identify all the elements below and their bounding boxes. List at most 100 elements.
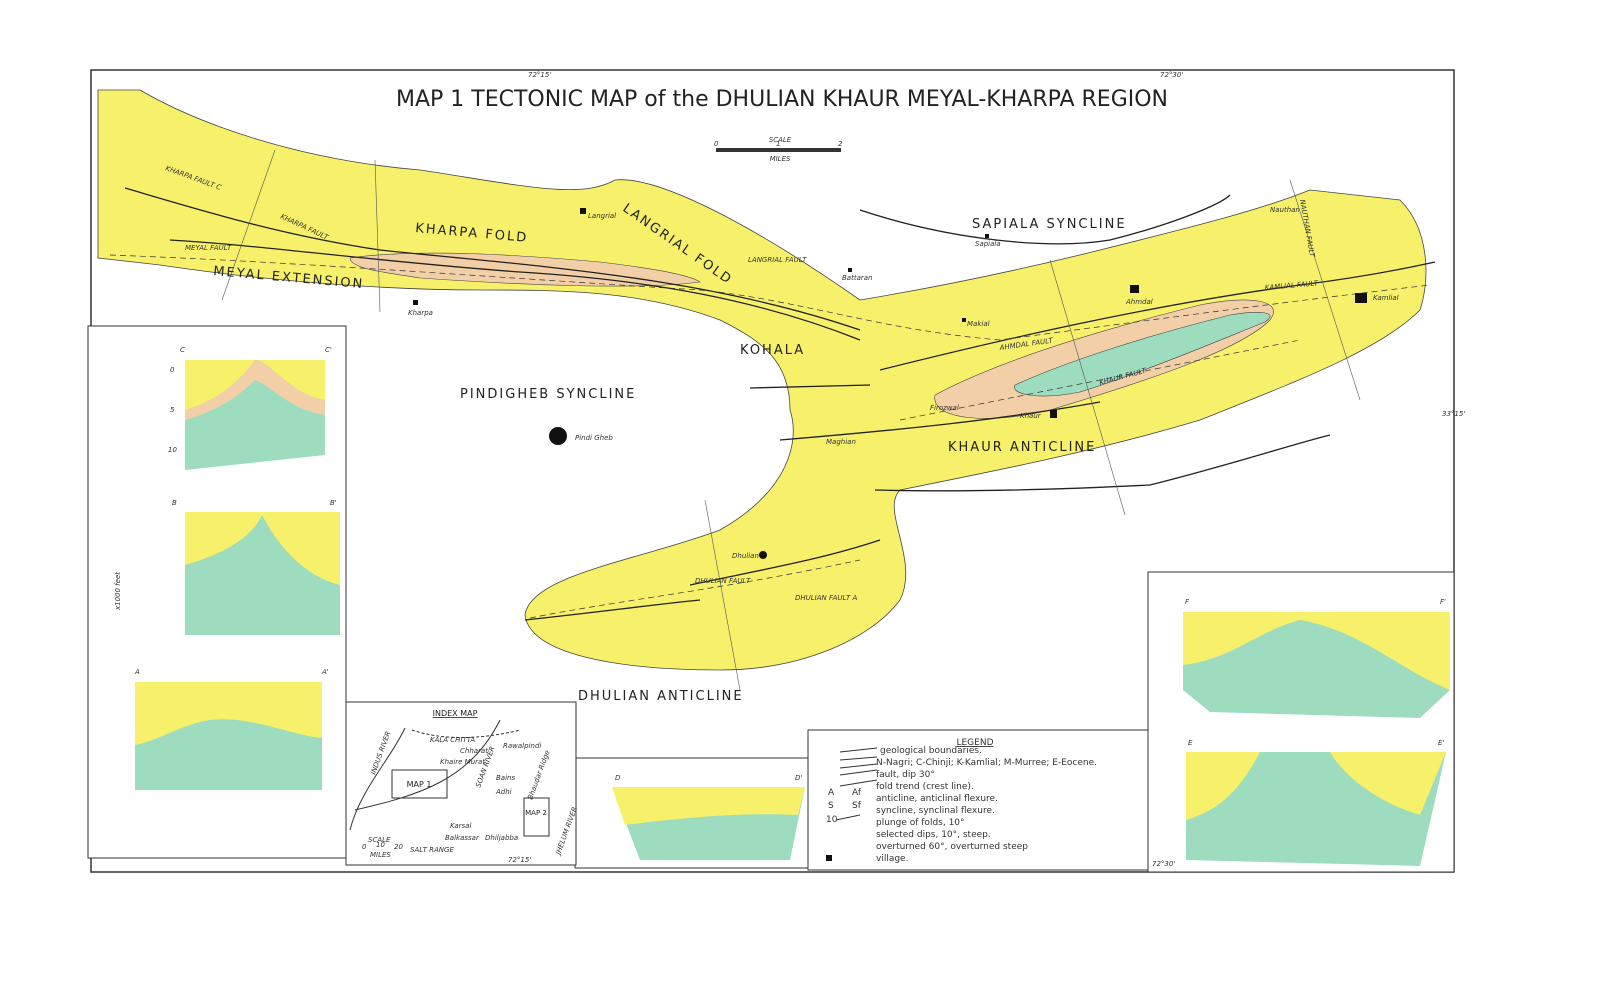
svg-text:0: 0: [362, 843, 367, 851]
svg-text:Balkassar: Balkassar: [445, 834, 480, 842]
svg-text:B': B': [330, 499, 337, 507]
svg-text:0: 0: [170, 366, 175, 374]
svg-text:selected dips, 10°, steep.: selected dips, 10°, steep.: [876, 830, 991, 840]
svg-text:Dhiljabba: Dhiljabba: [485, 834, 518, 842]
label-sapiala-syncline: SAPIALA SYNCLINE: [972, 217, 1127, 232]
murree-outcrop-khaur: [1014, 312, 1271, 397]
legend: LEGEND A Af S Sf 10 geological boundarie…: [807, 729, 1149, 871]
svg-text:Pindi Gheb: Pindi Gheb: [575, 434, 613, 442]
village-sapiala: Sapiala: [975, 234, 1001, 248]
svg-text:Sf: Sf: [852, 801, 862, 811]
svg-text:LEGEND: LEGEND: [956, 738, 993, 748]
village-nauthan: Nauthan: [1270, 206, 1300, 214]
village-ahmdal: Ahmdal: [1125, 285, 1153, 306]
svg-text:0: 0: [714, 140, 719, 148]
svg-text:A: A: [134, 668, 140, 676]
svg-text:MAP 2: MAP 2: [525, 809, 547, 817]
fold-trends: [109, 254, 1431, 619]
section-e: E E': [1186, 739, 1446, 866]
village-khaur: Khaur: [1020, 410, 1057, 420]
svg-text:F: F: [1185, 598, 1190, 606]
corner-bottom-label: 72°30': [1152, 860, 1175, 868]
svg-text:Af: Af: [852, 788, 862, 798]
svg-text:10: 10: [168, 446, 177, 454]
section-b: B B' x1000 feet: [114, 499, 340, 635]
village-maghian: Maghian: [826, 438, 856, 446]
village-battaran: Battaran: [842, 268, 872, 282]
village-dhulian: Dhulian: [732, 551, 767, 560]
village-pindi-gheb: Pindi Gheb: [549, 427, 613, 445]
svg-text:F': F': [1440, 598, 1446, 606]
kamlial-outcrop: [349, 252, 701, 287]
map-title: MAP 1 TECTONIC MAP of the DHULIAN KHAUR …: [396, 87, 1168, 112]
section-lines: [221, 149, 1361, 691]
label-khaur-anticline: KHAUR ANTICLINE: [948, 440, 1096, 455]
svg-text:Adhi: Adhi: [495, 788, 512, 796]
svg-text:A': A': [321, 668, 329, 676]
village-kharpa: Kharpa: [408, 300, 433, 317]
village-firozwal: Firozwal: [930, 404, 959, 412]
svg-text:SCALE: SCALE: [368, 836, 391, 844]
label-dhulian-anticline: DHULIAN ANTICLINE: [578, 689, 744, 704]
cross-sections-right: F F' E E': [1147, 571, 1455, 873]
lat-right-label: 33°15': [1442, 410, 1465, 418]
svg-text:DHULIAN FAULT A: DHULIAN FAULT A: [795, 594, 857, 602]
svg-text:B: B: [172, 499, 177, 507]
svg-text:Rawalpindi: Rawalpindi: [503, 742, 541, 750]
svg-text:village.: village.: [876, 854, 908, 864]
scale-bar: SCALE 0 1 2 MILES: [714, 136, 843, 163]
section-c: C C' 0 5 10: [168, 346, 332, 470]
svg-text:20: 20: [394, 843, 403, 851]
section-f: F F': [1183, 598, 1450, 718]
svg-text:anticline, anticlinal flexure.: anticline, anticlinal flexure.: [876, 794, 998, 804]
svg-text:Kamlial: Kamlial: [1373, 294, 1399, 302]
svg-text:Langrial: Langrial: [588, 212, 616, 220]
svg-text:2: 2: [838, 140, 843, 148]
svg-text:Battaran: Battaran: [842, 274, 872, 282]
svg-text:S: S: [828, 801, 834, 811]
svg-text:MEYAL FAULT: MEYAL FAULT: [185, 244, 232, 252]
section-a: A A': [134, 668, 329, 790]
svg-text:MILES: MILES: [370, 851, 391, 859]
svg-text:MILES: MILES: [770, 155, 791, 163]
svg-text:D': D': [795, 774, 802, 782]
lon-right-label: 72°30': [1160, 71, 1183, 79]
label-kohala: KOHALA: [740, 343, 805, 358]
svg-text:Ahmdal: Ahmdal: [1125, 298, 1153, 306]
svg-text:Nauthan: Nauthan: [1270, 206, 1300, 214]
lon-left-label: 72°15': [528, 71, 551, 79]
svg-text:N-Nagri; C-Chinji; K-Kamlial;: N-Nagri; C-Chinji; K-Kamlial; M-Murree; …: [876, 758, 1097, 768]
svg-text:Sapiala: Sapiala: [975, 240, 1001, 248]
svg-text:fold trend (crest line).: fold trend (crest line).: [876, 782, 974, 792]
svg-text:SALT RANGE: SALT RANGE: [410, 846, 454, 854]
cross-sections-left: C C' 0 5 10 B B' x1000 feet A A': [87, 325, 347, 859]
svg-text:plunge of folds, 10°: plunge of folds, 10°: [876, 818, 965, 828]
fault-lines: [124, 187, 1436, 621]
svg-text:72°15': 72°15': [508, 856, 531, 864]
svg-text:C: C: [180, 346, 185, 354]
village-makial: Makial: [962, 318, 990, 328]
svg-text:Karsal: Karsal: [450, 822, 471, 830]
svg-text:Firozwal: Firozwal: [930, 404, 959, 412]
svg-text:D: D: [615, 774, 621, 782]
svg-text:INDEX MAP: INDEX MAP: [433, 709, 478, 718]
svg-text:E': E': [1438, 739, 1444, 747]
village-kamlial: Kamlial: [1355, 293, 1399, 303]
svg-text:A: A: [828, 788, 835, 798]
svg-text:x1000 feet: x1000 feet: [114, 572, 122, 611]
section-d: D D': [574, 757, 809, 869]
svg-text:Maghian: Maghian: [826, 438, 856, 446]
svg-text:syncline, synclinal flexure.: syncline, synclinal flexure.: [876, 806, 995, 816]
svg-text:10: 10: [826, 815, 838, 825]
svg-text:Bains: Bains: [496, 774, 515, 782]
svg-text:Khaire Murat: Khaire Murat: [440, 758, 485, 766]
svg-text:10: 10: [376, 841, 385, 849]
nagri-chinji-outcrop: [97, 89, 1427, 671]
svg-text:SCALE: SCALE: [769, 136, 792, 144]
svg-text:5: 5: [170, 406, 175, 414]
svg-text:fault, dip 30°: fault, dip 30°: [876, 770, 935, 780]
svg-text:E: E: [1188, 739, 1193, 747]
svg-text:1: 1: [776, 140, 780, 148]
